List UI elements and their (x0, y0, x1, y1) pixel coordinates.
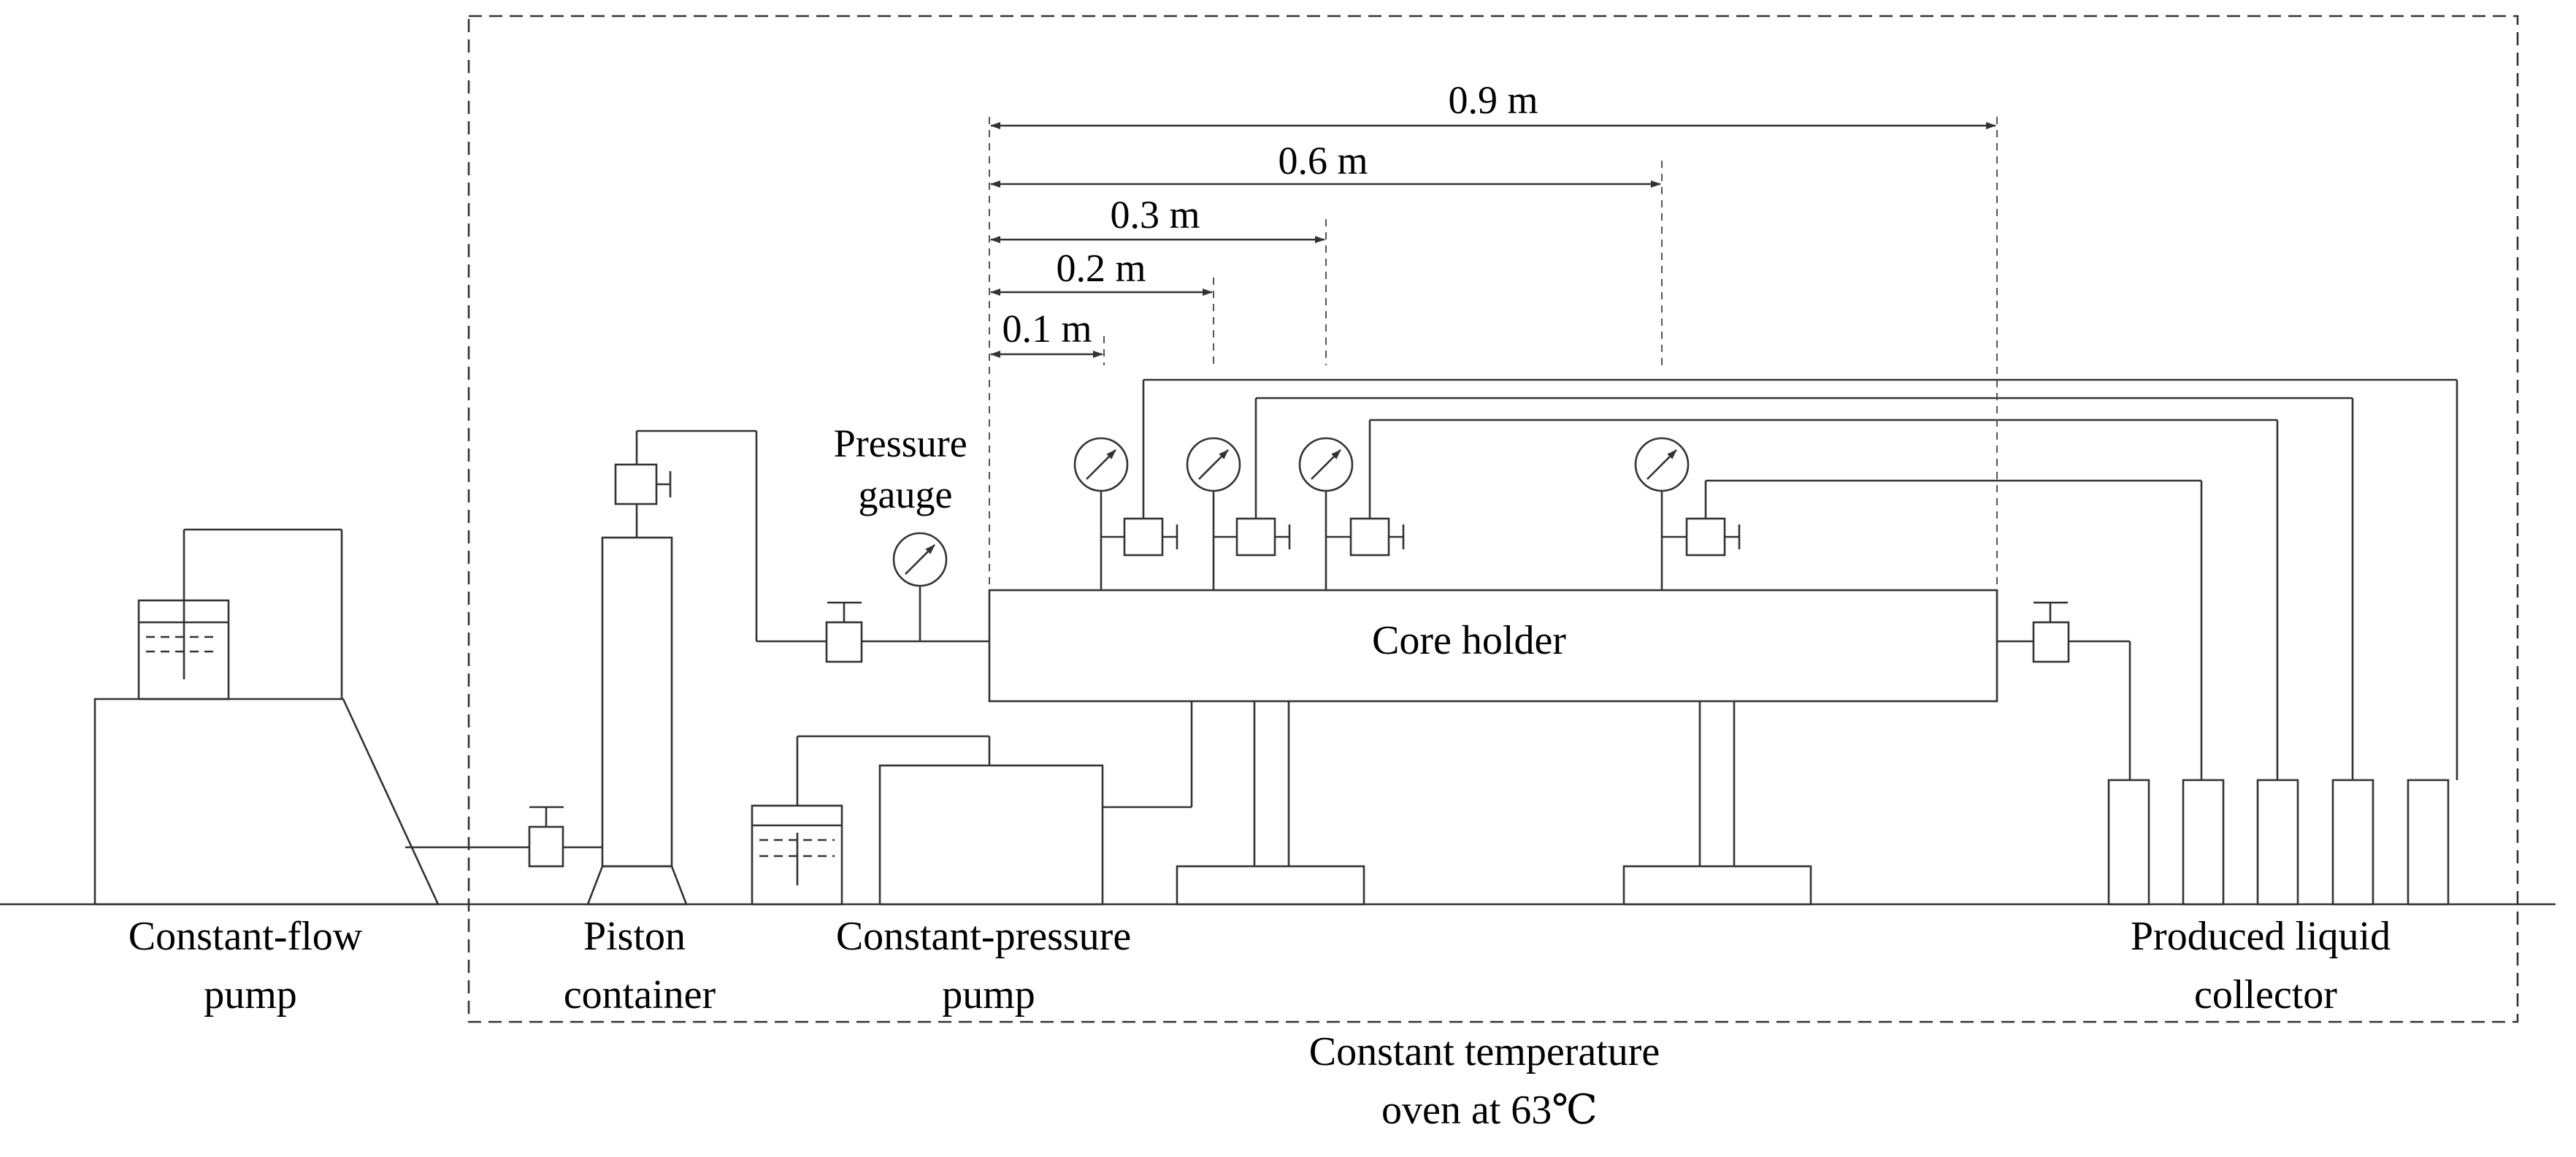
produced-liquid-collector (2107, 779, 2450, 906)
pressure-tap-0-2m (1186, 397, 2354, 780)
oven-boundary (467, 15, 2519, 1023)
oven-label-line-2: oven at 63℃ (1381, 1088, 1598, 1133)
constant-pressure-pump (796, 701, 1193, 906)
pressure-tap-0-3m (1298, 419, 2279, 780)
pressure-gauge-label-line-1: Pressure (834, 421, 967, 465)
produced-liquid-collector-label-line-2: collector (2194, 972, 2337, 1017)
core-holder (988, 589, 1998, 703)
pressure-gauge-label: Pressure gauge (834, 421, 977, 516)
pressure-gauge-label-line-2: gauge (859, 473, 953, 516)
dimension-label-0-2m: 0.2 m (1056, 246, 1146, 290)
piston-container (586, 429, 827, 906)
constant-flow-pump-label-line-1: Constant-flow (129, 914, 363, 959)
constant-flow-pump (93, 528, 440, 906)
pressure-tap-0-6m (1634, 437, 2203, 780)
constant-flow-pump-label-line-2: pump (204, 972, 297, 1017)
core-holder-label: Core holder (1372, 618, 1566, 663)
pressure-tap-0-1m (1073, 378, 2458, 780)
core-holder-support (1176, 701, 1365, 906)
core-holder-support (1622, 701, 1812, 906)
oven-label-line-1: Constant temperature (1309, 1029, 1660, 1074)
constant-flow-pump-label: Constant-flow pump (129, 914, 372, 1017)
dimension-arrows (990, 122, 1996, 358)
constant-pressure-pump-label: Constant-pressure pump (836, 914, 1141, 1017)
dimension-label-0-9m: 0.9 m (1448, 78, 1538, 122)
valve-icon (526, 806, 602, 868)
oven-label: Constant temperature oven at 63℃ (1309, 1029, 1671, 1133)
valve-icon (825, 601, 863, 663)
piston-container-label: Piston container (564, 914, 716, 1017)
produced-liquid-collector-label: Produced liquid collector (2131, 914, 2401, 1017)
valve-icon (1997, 601, 2131, 780)
constant-pressure-pump-label-line-2: pump (942, 972, 1035, 1017)
constant-pressure-pump-label-line-1: Constant-pressure (836, 914, 1131, 959)
dimension-guides (989, 117, 1998, 590)
dimension-label-0-6m: 0.6 m (1278, 139, 1368, 183)
produced-liquid-collector-label-line-1: Produced liquid (2131, 914, 2391, 959)
liquid-reservoir-icon (751, 804, 843, 906)
pressure-gauge-icon (892, 532, 948, 641)
piston-container-label-line-2: container (564, 972, 716, 1017)
dimension-label-0-1m: 0.1 m (1002, 307, 1092, 351)
dimension-label-0-3m: 0.3 m (1110, 193, 1200, 237)
piston-container-label-line-1: Piston (583, 914, 686, 959)
